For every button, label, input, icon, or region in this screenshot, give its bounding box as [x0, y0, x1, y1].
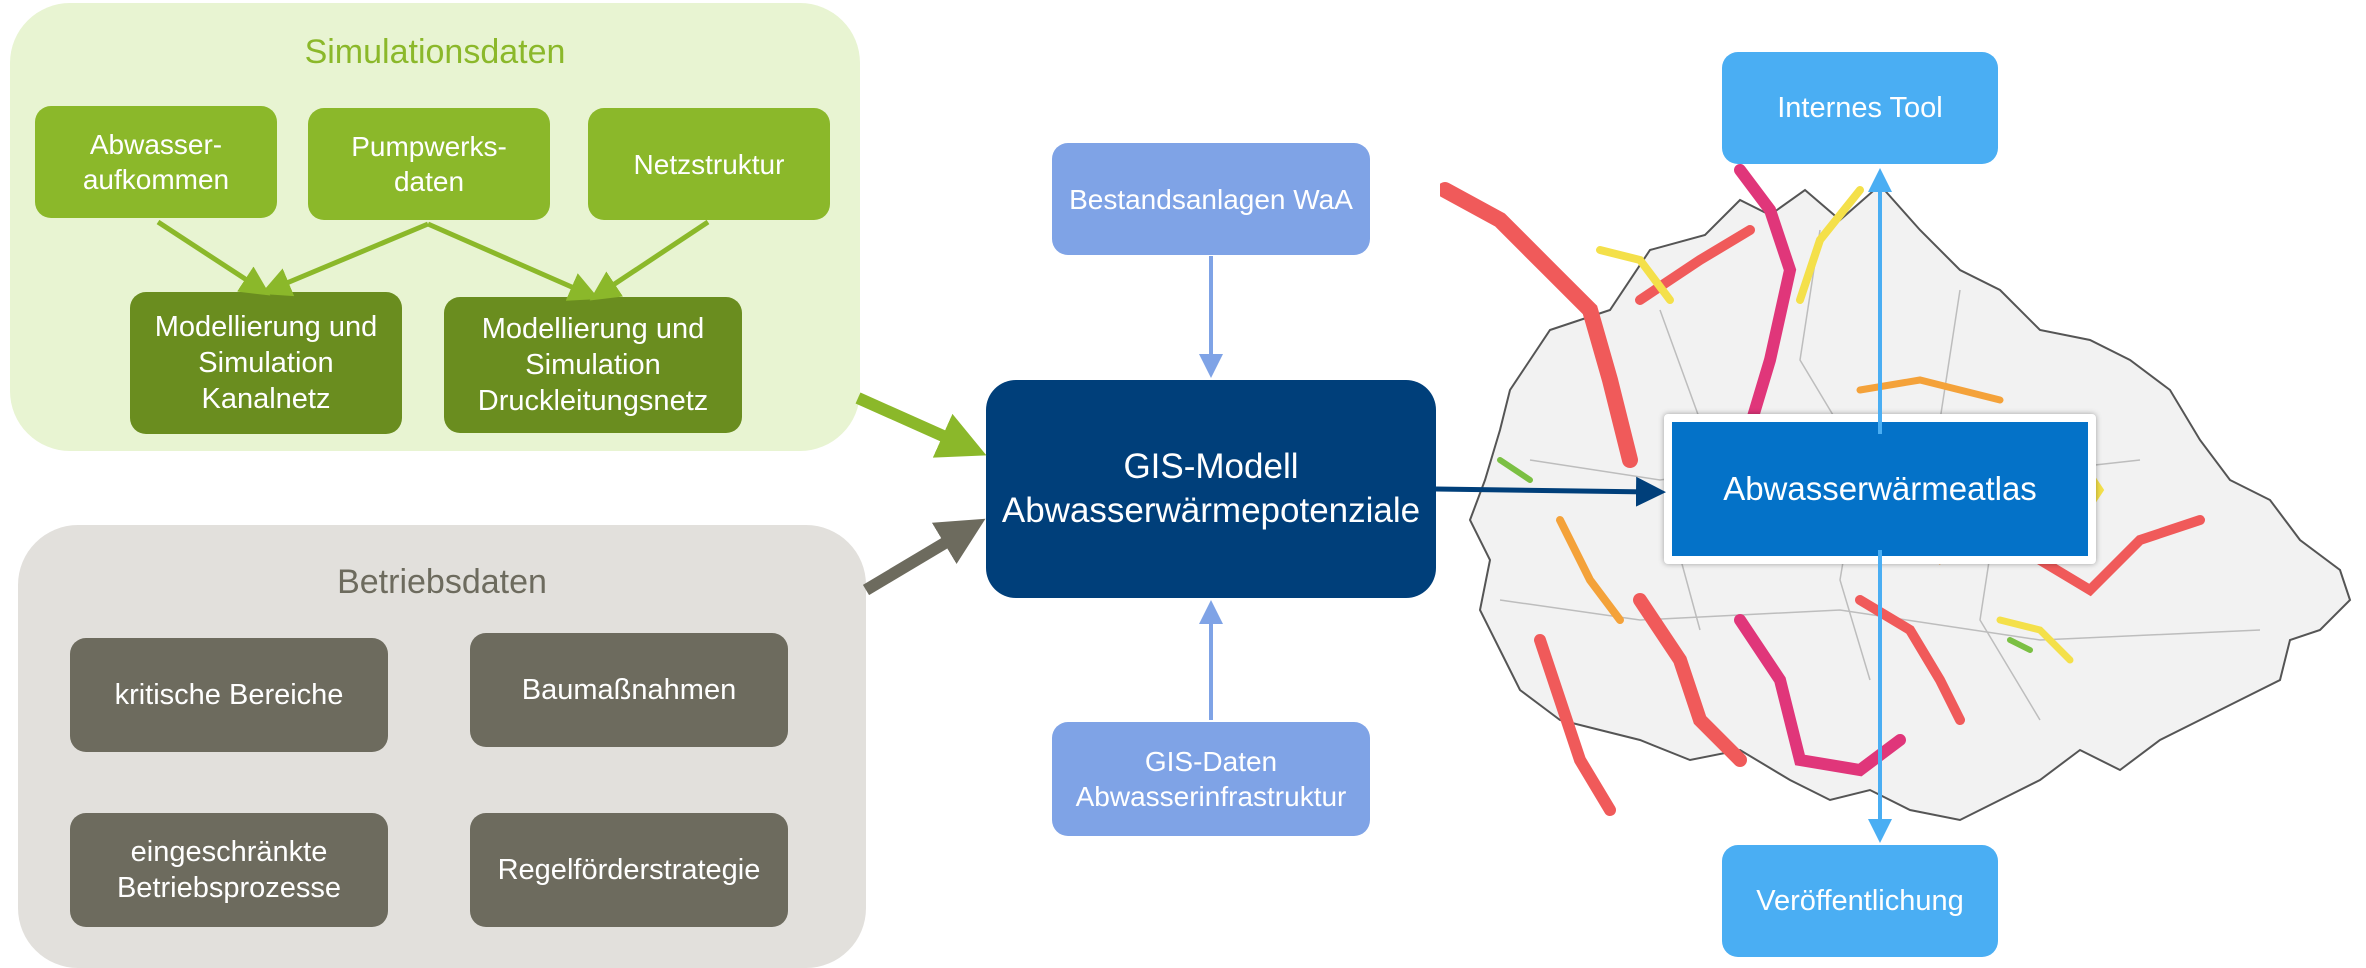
arrow-operations-to-gis — [862, 518, 986, 596]
restricted-processes-box: eingeschränkte Betriebsprozesse — [70, 813, 388, 927]
wastewater-heat-atlas-box: Abwasserwärmeatlas — [1664, 414, 2096, 564]
gis-model-box: GIS-Modell Abwasserwärmepotenziale — [986, 380, 1436, 598]
sewer-network-simulation-box: Modellierung und Simulation Kanalnetz — [130, 292, 402, 434]
network-structure-box: Netzstruktur — [588, 108, 830, 220]
arrow-simulation-to-gis — [855, 392, 987, 458]
publication-box: Veröffentlichung — [1722, 845, 1998, 957]
operational-data-title: Betriebsdaten — [337, 563, 547, 601]
internal-tool-box: Internes Tool — [1722, 52, 1998, 164]
critical-areas-box: kritische Bereiche — [70, 638, 388, 752]
gis-infrastructure-data-box: GIS-Daten Abwasserinfrastruktur — [1052, 722, 1370, 836]
pump-station-data-box: Pumpwerks- daten — [308, 108, 550, 220]
pressure-network-simulation-box: Modellierung und Simulation Druckleitung… — [444, 297, 742, 433]
control-strategy-box: Regelförderstrategie — [470, 813, 788, 927]
simulation-data-title: Simulationsdaten — [304, 33, 566, 71]
existing-plants-box: Bestandsanlagen WaA — [1052, 143, 1370, 255]
wastewater-volume-box: Abwasser- aufkommen — [35, 106, 277, 218]
construction-measures-box: Baumaßnahmen — [470, 633, 788, 747]
